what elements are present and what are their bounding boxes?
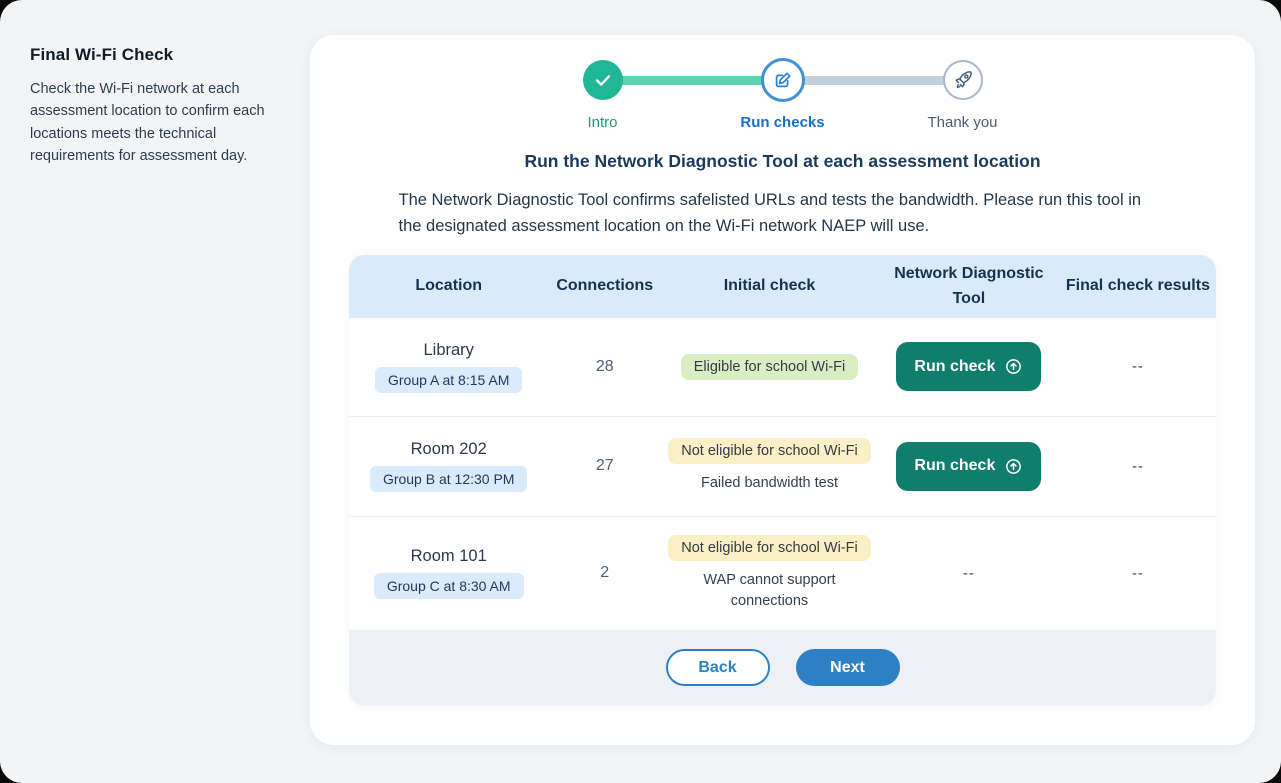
page-title: Final Wi-Fi Check xyxy=(30,45,174,64)
status-badge: Eligible for school Wi-Fi xyxy=(680,353,859,380)
run-check-button[interactable]: Run check xyxy=(896,342,1042,392)
progress-stepper: Intro Run checks Thank you xyxy=(582,58,998,138)
table-footer: Back Next xyxy=(349,629,1216,706)
step-thank-you[interactable] xyxy=(942,60,983,100)
table-row: Room 101 Group C at 8:30 AM 2 Not eligib… xyxy=(349,515,1216,630)
page-description: Check the Wi-Fi network at each assessme… xyxy=(30,81,265,165)
status-note: WAP cannot support connections xyxy=(703,571,836,609)
location-name: Library xyxy=(423,340,474,359)
header-initial-check: Initial check xyxy=(723,277,816,295)
launch-up-arrow-icon xyxy=(1004,357,1023,376)
run-check-button-label: Run check xyxy=(914,357,996,375)
step-label-run-checks: Run checks xyxy=(740,114,825,131)
next-button[interactable]: Next xyxy=(795,649,900,687)
location-name: Room 202 xyxy=(410,440,487,459)
group-time-badge: Group B at 12:30 PM xyxy=(369,466,528,493)
section-description: The Network Diagnostic Tool confirms saf… xyxy=(398,191,1142,236)
locations-table: Location Connections Initial check Netwo… xyxy=(349,254,1216,706)
stepper-connector-complete xyxy=(602,76,783,85)
group-time-badge: Group C at 8:30 AM xyxy=(373,573,524,600)
header-location: Location xyxy=(415,277,483,295)
final-check-result: -- xyxy=(1131,564,1144,582)
table-header-row: Location Connections Initial check Netwo… xyxy=(349,254,1216,318)
run-check-button[interactable]: Run check xyxy=(896,441,1042,491)
group-time-badge: Group A at 8:15 AM xyxy=(374,366,523,393)
table-row: Library Group A at 8:15 AM 28 Eligible f… xyxy=(349,317,1216,416)
ndt-result: -- xyxy=(962,564,975,582)
header-connections: Connections xyxy=(556,277,654,295)
section-heading: Run the Network Diagnostic Tool at each … xyxy=(524,151,1041,171)
status-note: Failed bandwidth test xyxy=(700,475,838,492)
status-badge: Not eligible for school Wi-Fi xyxy=(668,438,871,465)
main-card: Intro Run checks Thank you Run the Netwo… xyxy=(310,35,1255,745)
run-check-button-label: Run check xyxy=(914,457,996,475)
edit-icon xyxy=(772,69,794,91)
connections-count: 27 xyxy=(595,457,614,475)
table-row: Room 202 Group B at 12:30 PM 27 Not elig… xyxy=(349,415,1216,516)
connections-count: 2 xyxy=(600,564,610,582)
location-name: Room 101 xyxy=(410,547,487,566)
back-button[interactable]: Back xyxy=(665,649,770,687)
status-badge: Not eligible for school Wi-Fi xyxy=(668,534,871,561)
step-label-intro: Intro xyxy=(587,114,618,131)
step-run-checks[interactable] xyxy=(760,58,805,102)
header-final-check-results: Final check results xyxy=(1065,277,1210,295)
sidebar: Final Wi-Fi Check Check the Wi-Fi networ… xyxy=(30,45,292,168)
stepper-connector-upcoming xyxy=(782,76,963,85)
step-intro[interactable] xyxy=(582,60,623,100)
rocket-icon xyxy=(952,69,974,91)
final-check-result: -- xyxy=(1131,358,1144,376)
final-check-result: -- xyxy=(1131,457,1144,475)
launch-up-arrow-icon xyxy=(1004,457,1023,476)
step-label-thank-you: Thank you xyxy=(927,114,998,131)
header-network-diagnostic-tool: Network Diagnostic Tool xyxy=(894,264,1044,308)
connections-count: 28 xyxy=(595,357,614,375)
check-icon xyxy=(592,69,614,91)
